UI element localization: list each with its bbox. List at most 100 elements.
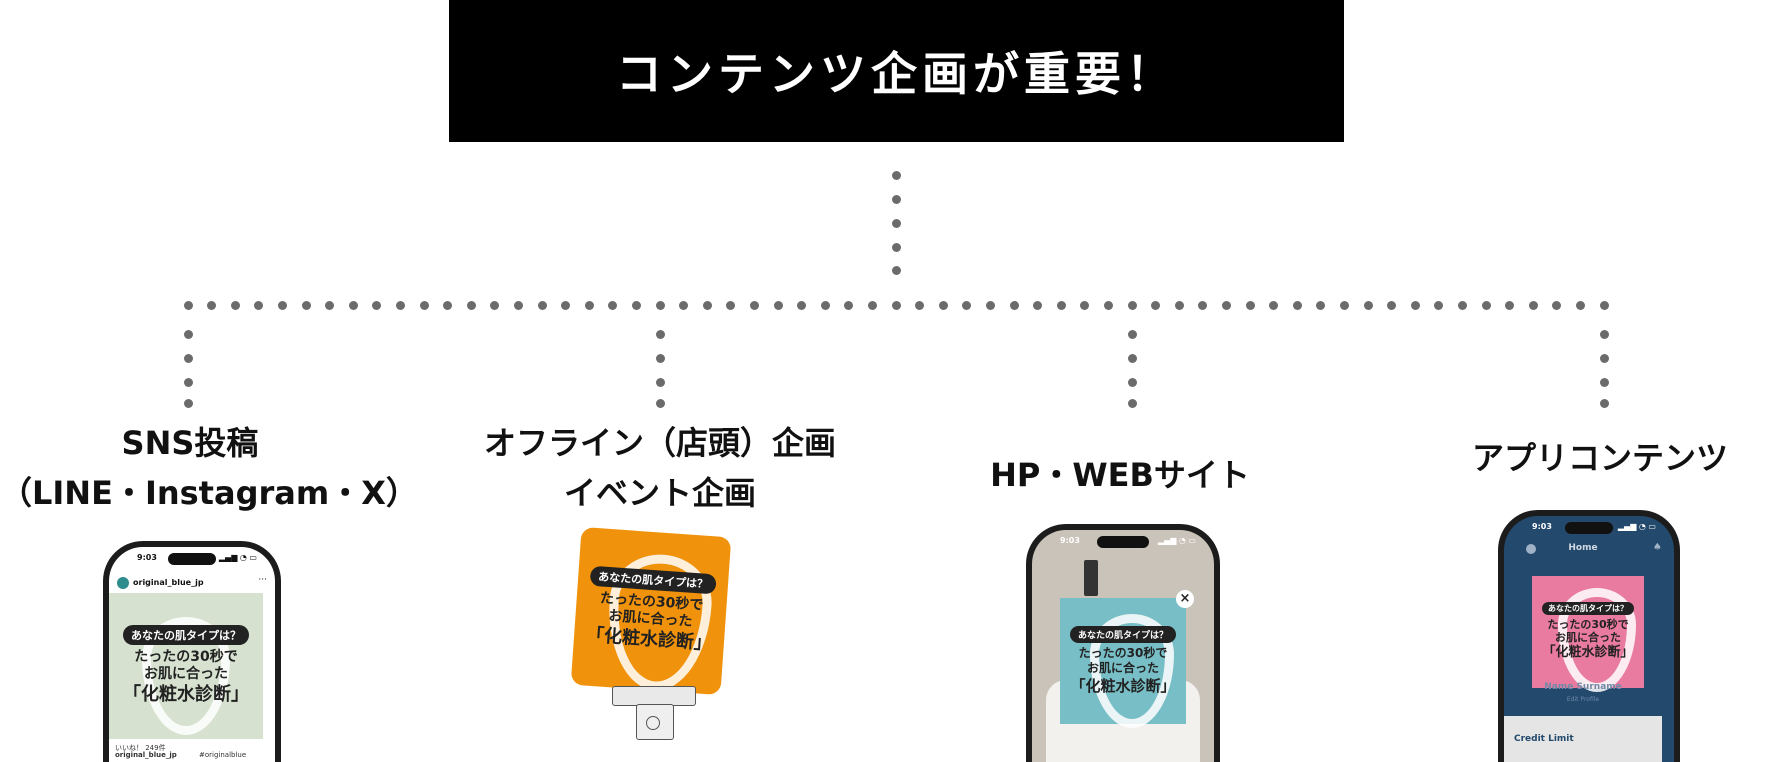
drop-icon xyxy=(1558,588,1636,692)
bottle-image xyxy=(1084,560,1098,596)
connector-dot xyxy=(1481,300,1491,310)
connector-dot xyxy=(372,300,382,310)
quiz-line1: たったの30秒で xyxy=(1547,618,1629,631)
connector-dot xyxy=(726,300,736,310)
connector-dot xyxy=(1127,300,1137,310)
store-pop-stand: あなたの肌タイプは？ たったの30秒で お肌に合った 「化粧水診断」 xyxy=(568,526,732,696)
connector-dot xyxy=(443,300,453,310)
connector-dot xyxy=(891,242,901,252)
branch-label-offline-line2: イベント企画 xyxy=(563,474,756,512)
status-time: 9:03 xyxy=(137,553,157,562)
connector-dot xyxy=(183,329,193,339)
connector-dot xyxy=(1151,300,1161,310)
branch-label-offline: オフライン（店頭）企画 イベント企画 xyxy=(460,418,860,518)
connector-dot xyxy=(985,300,995,310)
connector-dot xyxy=(183,300,193,310)
web-phone-mockup: 9:03 ▂▄▆ ◔ ▭ あなたの肌タイプは？ たったの30秒で お肌に合った … xyxy=(1026,524,1220,762)
branch-label-sns-line2: （LINE・Instagram・X） xyxy=(0,474,418,512)
connector-dot xyxy=(1599,398,1609,408)
web-popup: あなたの肌タイプは？ たったの30秒で お肌に合った 「化粧水診断」 xyxy=(1060,598,1186,728)
connector-dot xyxy=(891,218,901,228)
branch-label-sns: SNS投稿 （LINE・Instagram・X） xyxy=(0,418,418,518)
connector-dot xyxy=(1127,329,1137,339)
connector-dot xyxy=(655,353,665,363)
status-icons: ▂▄▆ ◔ ▭ xyxy=(1157,536,1196,545)
connector-dot xyxy=(1056,300,1066,310)
connector-dot xyxy=(183,353,193,363)
connector-dot xyxy=(1269,300,1279,310)
connector-dot xyxy=(490,300,500,310)
connector-dot xyxy=(1174,300,1184,310)
app-popup: あなたの肌タイプは？ たったの30秒で お肌に合った 「化粧水診断」 xyxy=(1532,576,1644,692)
drop-icon xyxy=(1090,614,1174,728)
connector-dot xyxy=(207,300,217,310)
connector-dot xyxy=(655,377,665,387)
connector-dot xyxy=(301,300,311,310)
account-name: original_blue_jp xyxy=(133,578,204,587)
connector-dot xyxy=(891,265,901,275)
connector-dot xyxy=(537,300,547,310)
connector-dot xyxy=(1599,377,1609,387)
connector-dot xyxy=(1292,300,1302,310)
phone-notch xyxy=(1097,536,1149,548)
quiz-line2: お肌に合った xyxy=(1555,631,1621,644)
app-title: Home xyxy=(1568,543,1598,553)
connector-dot xyxy=(773,300,783,310)
connector-dot xyxy=(254,300,264,310)
connector-dot xyxy=(1552,300,1562,310)
header-box: コンテンツ企画が重要！ xyxy=(449,0,1344,142)
connector-dot xyxy=(1245,300,1255,310)
connector-dot xyxy=(1127,398,1137,408)
user-icon[interactable] xyxy=(1526,544,1536,554)
connector-dot xyxy=(1457,300,1467,310)
connector-dot xyxy=(1316,300,1326,310)
connector-dot xyxy=(1575,300,1585,310)
connector-dot xyxy=(631,300,641,310)
connector-dot xyxy=(1410,300,1420,310)
status-time: 9:03 xyxy=(1532,522,1552,531)
quiz-line3: 「化粧水診断」 xyxy=(123,684,249,705)
branch-label-sns-line1: SNS投稿 xyxy=(121,424,259,462)
quiz-line2: お肌に合った xyxy=(144,666,228,682)
quiz-question: あなたの肌タイプは？ xyxy=(1542,602,1634,615)
avatar xyxy=(117,577,129,589)
connector-dot xyxy=(844,300,854,310)
connector-dot xyxy=(1599,353,1609,363)
connector-dot xyxy=(325,300,335,310)
connector-dot xyxy=(891,194,901,204)
connector-dot xyxy=(1363,300,1373,310)
connector-dot xyxy=(867,300,877,310)
quiz-line2: お肌に合った xyxy=(1086,661,1159,675)
more-icon[interactable]: ··· xyxy=(258,575,267,585)
sns-phone-mockup: 9:03 ▂▄▆ ◔ ▭ original_blue_jp ··· あなたの肌タ… xyxy=(103,541,281,762)
connector-dot xyxy=(1221,300,1231,310)
connector-dot xyxy=(1009,300,1019,310)
sns-post-image: あなたの肌タイプは？ たったの30秒で お肌に合った 「化粧水診断」 xyxy=(109,593,263,739)
connector-dot xyxy=(1599,329,1609,339)
connector-dot xyxy=(183,398,193,408)
status-icons: ▂▄▆ ◔ ▭ xyxy=(218,553,257,562)
status-icons: ▂▄▆ ◔ ▭ xyxy=(1617,522,1656,531)
pop-card: あなたの肌タイプは？ たったの30秒で お肌に合った 「化粧水診断」 xyxy=(570,526,732,696)
connector-dot xyxy=(348,300,358,310)
close-icon[interactable]: × xyxy=(1176,590,1194,608)
connector-dot xyxy=(749,300,759,310)
branch-label-web-line1: HP・WEBサイト xyxy=(990,456,1250,494)
pop-holder-clip xyxy=(612,686,696,744)
connector-dot xyxy=(702,300,712,310)
quiz-line1: たったの30秒で xyxy=(134,649,238,665)
connector-dot xyxy=(1103,300,1113,310)
connector-dot xyxy=(1434,300,1444,310)
edit-profile-link[interactable]: Edit Profile xyxy=(1566,696,1600,703)
bell-icon[interactable]: ♠ xyxy=(1653,542,1662,553)
branch-label-offline-line1: オフライン（店頭）企画 xyxy=(483,424,836,462)
connector-dot xyxy=(797,300,807,310)
quiz-question: あなたの肌タイプは？ xyxy=(1069,626,1176,643)
connector-dot xyxy=(513,300,523,310)
connector-dot xyxy=(1127,353,1137,363)
connector-dot xyxy=(915,300,925,310)
connector-dot xyxy=(277,300,287,310)
connector-dot xyxy=(679,300,689,310)
phone-notch xyxy=(168,553,216,565)
likes-count: いいね！ 249件 xyxy=(115,744,166,752)
